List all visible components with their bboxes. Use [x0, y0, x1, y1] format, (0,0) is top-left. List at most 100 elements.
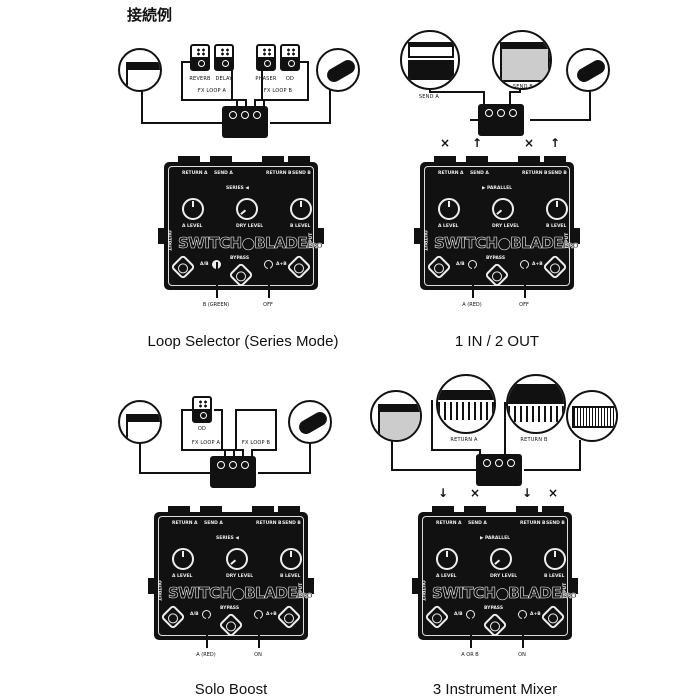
jack-label: SEND B: [546, 521, 565, 526]
aplusb-label: A+B: [266, 612, 277, 617]
return-b-label: RETURN B: [520, 437, 548, 443]
aplusb-label: A+B: [276, 262, 287, 267]
amp-icon: [370, 390, 422, 442]
aplusb-label: A+B: [530, 612, 541, 617]
jack-0[interactable]: [434, 156, 456, 163]
delay-label: DELAY: [215, 76, 233, 82]
knob-0[interactable]: [436, 548, 458, 570]
switchblade-logo: SWITCH●BLADEPRO: [178, 234, 323, 253]
output-jack[interactable]: [148, 578, 154, 594]
connection-marker: ↑: [550, 136, 561, 150]
knob-1[interactable]: [226, 548, 248, 570]
knob-label: A LEVEL: [436, 574, 457, 579]
output-jack[interactable]: [158, 228, 164, 244]
jack-label: RETURN B: [522, 171, 548, 176]
jack-2[interactable]: [252, 506, 274, 513]
input-jack[interactable]: [572, 578, 578, 594]
connection-marker: ↓: [438, 486, 449, 500]
input-jack[interactable]: [318, 228, 324, 244]
amp-a-icon: [400, 30, 460, 90]
caption-solo-boost: Solo Boost: [194, 681, 268, 698]
ab-label: A/B: [190, 612, 199, 617]
jack-2[interactable]: [262, 156, 284, 163]
knob-label: B LEVEL: [546, 224, 567, 229]
jack-1[interactable]: [210, 156, 232, 163]
delay-pedal-icon: [214, 44, 234, 71]
knob-1[interactable]: [492, 198, 514, 220]
jack-label: RETURN B: [256, 521, 282, 526]
bypass-label: BYPASS: [230, 256, 250, 261]
jack-2[interactable]: [516, 506, 538, 513]
amp-icon: [118, 48, 162, 92]
reverb-label: REVERB: [189, 76, 211, 82]
jack-1[interactable]: [200, 506, 222, 513]
knob-0[interactable]: [438, 198, 460, 220]
jack-3[interactable]: [542, 506, 564, 513]
output-label: OUTPUT: [155, 580, 161, 601]
jack-label: SEND B: [292, 171, 311, 176]
fx-loop-b-label: FX LOOP B: [241, 440, 271, 446]
return-a-label: RETURN A: [450, 437, 478, 443]
knob-2[interactable]: [280, 548, 302, 570]
mode-label: SERIES ◀: [226, 186, 249, 191]
guitar-icon: [566, 48, 610, 92]
jack-3[interactable]: [288, 156, 310, 163]
knob-1[interactable]: [490, 548, 512, 570]
jack-1[interactable]: [464, 506, 486, 513]
input-jack[interactable]: [574, 228, 580, 244]
jack-1[interactable]: [466, 156, 488, 163]
jack-label: RETURN A: [182, 171, 208, 176]
switchblade-logo: SWITCH●BLADEPRO: [434, 234, 579, 253]
switchblade-logo: SWITCH●BLADEPRO: [168, 584, 313, 603]
callout-label: A (RED): [462, 302, 482, 308]
jack-0[interactable]: [178, 156, 200, 163]
jack-3[interactable]: [544, 156, 566, 163]
amp-icon: [118, 400, 162, 444]
jack-2[interactable]: [518, 156, 540, 163]
od-pedal-icon: [192, 396, 212, 423]
jack-3[interactable]: [278, 506, 300, 513]
reverb-pedal-icon: [190, 44, 210, 71]
callout-line: [470, 612, 472, 648]
knob-label: DRY LEVEL: [492, 224, 520, 229]
jack-0[interactable]: [168, 506, 190, 513]
knob-1[interactable]: [236, 198, 258, 220]
knob-2[interactable]: [544, 548, 566, 570]
keyboard-b-icon: [506, 374, 566, 434]
knob-label: DRY LEVEL: [236, 224, 264, 229]
jack-label: RETURN B: [520, 521, 546, 526]
switchblade-logo: SWITCH●BLADEPRO: [432, 584, 577, 603]
knob-label: B LEVEL: [280, 574, 301, 579]
knob-2[interactable]: [546, 198, 568, 220]
ab-label: A/B: [200, 262, 209, 267]
knob-label: A LEVEL: [182, 224, 203, 229]
jack-0[interactable]: [432, 506, 454, 513]
bypass-label: BYPASS: [486, 256, 506, 261]
mode-label: SERIES ◀: [216, 536, 239, 541]
ab-label: A/B: [456, 262, 465, 267]
knob-0[interactable]: [172, 548, 194, 570]
jack-label: RETURN A: [436, 521, 462, 526]
mode-label: ▶ PARALLEL: [480, 536, 511, 541]
jack-label: SEND A: [204, 521, 223, 526]
knob-0[interactable]: [182, 198, 204, 220]
fx-loop-a-label: FX LOOP A: [197, 88, 227, 94]
input-jack[interactable]: [308, 578, 314, 594]
phaser-label: PHASER: [255, 76, 277, 82]
fx-loop-a-label: FX LOOP A: [191, 440, 221, 446]
connection-marker: ×: [440, 136, 451, 150]
callout-label: A (RED): [196, 652, 216, 658]
callout-line: [522, 612, 524, 648]
callout-label: OFF: [519, 302, 529, 308]
switchblade-mini-icon: [222, 106, 268, 138]
knob-2[interactable]: [290, 198, 312, 220]
phaser-pedal-icon: [256, 44, 276, 71]
callout-line: [206, 612, 208, 648]
output-jack[interactable]: [414, 228, 420, 244]
amp-b-icon: [492, 30, 552, 90]
output-jack[interactable]: [412, 578, 418, 594]
